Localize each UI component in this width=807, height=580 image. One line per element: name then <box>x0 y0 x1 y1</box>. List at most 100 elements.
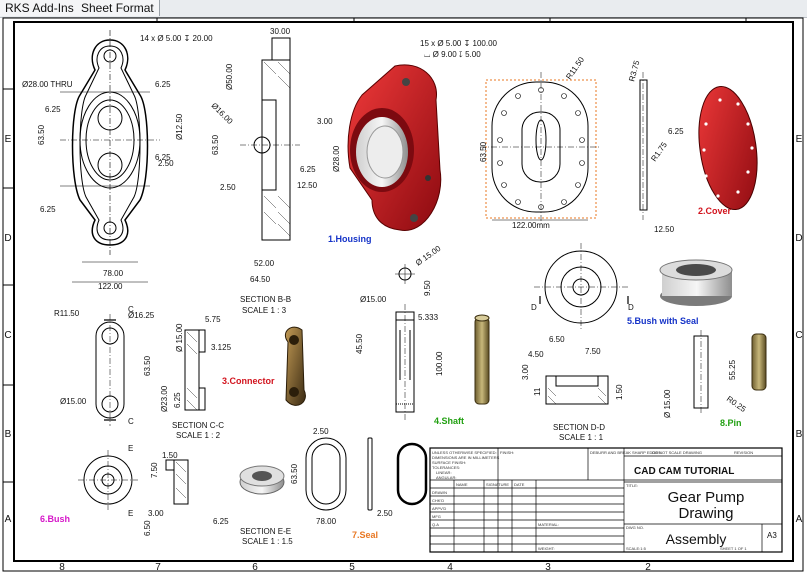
cover-front-view[interactable] <box>480 72 600 225</box>
cover-6350: 63.50 <box>479 141 488 162</box>
section-bb-dims: 30.00 Ø50.00 Ø16.00 Ø12.50 3.00 63.50 Ø2… <box>158 27 341 315</box>
section-dd-view[interactable] <box>545 375 609 405</box>
housing-3d-model[interactable] <box>347 64 442 231</box>
tb-weight: WEIGHT: <box>538 546 555 551</box>
tb-fine-5: LINEAR: <box>436 470 452 475</box>
bush-label: 6.Bush <box>40 514 70 524</box>
cover-label: 2.Cover <box>698 206 732 216</box>
thru-dim: Ø28.00 THRU <box>22 80 73 89</box>
pin-side-view[interactable] <box>693 330 709 414</box>
section-ee-title: SECTION E-E <box>240 527 291 536</box>
cover-note-2: ⌴ Ø 9.00 ↧ 5.00 <box>424 50 481 59</box>
bush-front-view[interactable] <box>78 450 138 510</box>
cc-575: 5.75 <box>205 315 221 324</box>
dd-750: 7.50 <box>585 347 601 356</box>
dd-150: 1.50 <box>615 384 624 400</box>
cover-side-view[interactable] <box>639 72 648 220</box>
tb-scale: SCALE:1:5 <box>626 546 647 551</box>
conn-r1150: R11.50 <box>54 309 80 318</box>
connector-front-view[interactable] <box>95 314 125 426</box>
bush-e2: E <box>128 509 133 518</box>
shaft-10000: 100.00 <box>435 351 444 376</box>
shaft-3d-model[interactable] <box>474 314 490 405</box>
ee-150: 1.50 <box>162 451 178 460</box>
tb-name: NAME <box>456 482 468 487</box>
bb-5200: 52.00 <box>254 259 275 268</box>
section-bb-scale: SCALE 1 : 3 <box>242 306 287 315</box>
tb-drawn: DRAWN <box>432 490 447 495</box>
zone-row-a-right: A <box>796 514 803 525</box>
tb-dwgno: DWG NO. <box>626 525 644 530</box>
bush-3d-model[interactable] <box>239 465 285 495</box>
zone-row-b-right: B <box>796 429 803 440</box>
drawing-sheet: 6 5 4 3 2 8 7 6 5 4 3 2 E D C B A E D C … <box>0 6 807 575</box>
tb-qa: Q.A <box>432 522 439 527</box>
section-cc-view[interactable] <box>184 329 206 411</box>
cc-625: 6.25 <box>173 392 182 408</box>
bb-250-b: 2.50 <box>220 183 236 192</box>
bb-3000: 30.00 <box>270 27 291 36</box>
section-cc-title: SECTION C-C <box>172 421 224 430</box>
section-dd-title: SECTION D-D <box>553 423 605 432</box>
bush-seal-top-view[interactable] <box>534 243 629 331</box>
connector-label: 3.Connector <box>222 376 275 386</box>
connector-3d-model[interactable] <box>284 326 306 406</box>
shaft-5333: 5.333 <box>418 313 439 322</box>
tb-fine-1: UNLESS OTHERWISE SPECIFIED: <box>432 450 497 455</box>
section-ee-view[interactable] <box>165 459 189 505</box>
tb-fine-6: ANGULAR: <box>436 475 456 480</box>
shaft-end-dia: Ø 15.00 <box>414 244 443 268</box>
bb-5000: Ø50.00 <box>225 63 234 90</box>
zone-col-b3: 3 <box>545 562 551 573</box>
pin-r025: R0.25 <box>725 394 748 414</box>
cover-625: 6.25 <box>668 127 684 136</box>
bb-2800: Ø28.00 <box>332 145 341 172</box>
pin-dims: Ø 15.00 55.25 R0.25 <box>663 359 748 418</box>
tb-chkd: CHK'D <box>432 498 444 503</box>
seal-250-b: 2.50 <box>377 509 393 518</box>
cover-3d-model[interactable] <box>692 83 765 214</box>
cover-side-dims: R3.75 6.25 R1.75 12.50 <box>627 59 684 234</box>
bush-seal-3d-model[interactable] <box>659 259 733 306</box>
tb-sheet: SHEET 1 OF 1 <box>720 546 747 551</box>
drawing-canvas: 6 5 4 3 2 8 7 6 5 4 3 2 E D C B A E D C … <box>2 6 804 573</box>
section-dd-dims: 6.50 4.50 7.50 3.00 11 1.50 SECTION D-D … <box>521 335 624 442</box>
tb-fine-4: TOLERANCES: <box>432 465 460 470</box>
title-block <box>429 447 783 553</box>
zone-col-b4: 4 <box>447 562 453 573</box>
zone-col-b2: 2 <box>645 562 651 573</box>
bb-1600: Ø16.00 <box>210 101 235 126</box>
section-bb-view[interactable] <box>240 37 300 241</box>
zone-col-b8: 8 <box>59 562 65 573</box>
dim-7800: 78.00 <box>103 269 124 278</box>
pin-5525: 55.25 <box>728 359 737 380</box>
tb-revision: REVISION <box>734 450 753 455</box>
section-cc-scale: SCALE 1 : 2 <box>176 431 221 440</box>
tb-finish: FINISH: <box>500 450 514 455</box>
seal-label: 7.Seal <box>352 530 378 540</box>
shaft-950: 9.50 <box>423 280 432 296</box>
housing-front-view[interactable] <box>60 30 160 283</box>
shaft-4550: 45.50 <box>355 333 364 354</box>
tb-mfg: MFG <box>432 514 441 519</box>
section-dd-scale: SCALE 1 : 1 <box>559 433 604 442</box>
tb-dwg: Assembly <box>666 531 727 547</box>
pin-3d-model[interactable] <box>751 333 767 391</box>
tb-size: A3 <box>767 531 777 540</box>
bush-seal-label: 5.Bush with Seal <box>627 316 699 326</box>
ee-750: 7.50 <box>150 462 159 478</box>
pin-1500: Ø 15.00 <box>663 389 672 418</box>
bd-d2: D <box>628 303 634 312</box>
tb-title-line-2: Drawing <box>678 505 733 522</box>
pin-label: 8.Pin <box>720 418 742 428</box>
shaft-side-view[interactable] <box>395 304 415 420</box>
tab-sheet-format[interactable]: Sheet Format <box>76 0 160 16</box>
cover-bolt-holes <box>497 87 585 210</box>
shaft-end-dims: Ø 15.00 9.50 <box>414 244 443 296</box>
bush-seal-top-dims: D D <box>531 303 634 312</box>
tab-addins[interactable]: RKS Add-Ins <box>0 0 80 16</box>
zone-col-b6: 6 <box>252 562 258 573</box>
shaft-end-view[interactable] <box>395 264 415 284</box>
zone-col-b7: 7 <box>155 562 161 573</box>
seal-front-view[interactable] <box>305 437 428 511</box>
